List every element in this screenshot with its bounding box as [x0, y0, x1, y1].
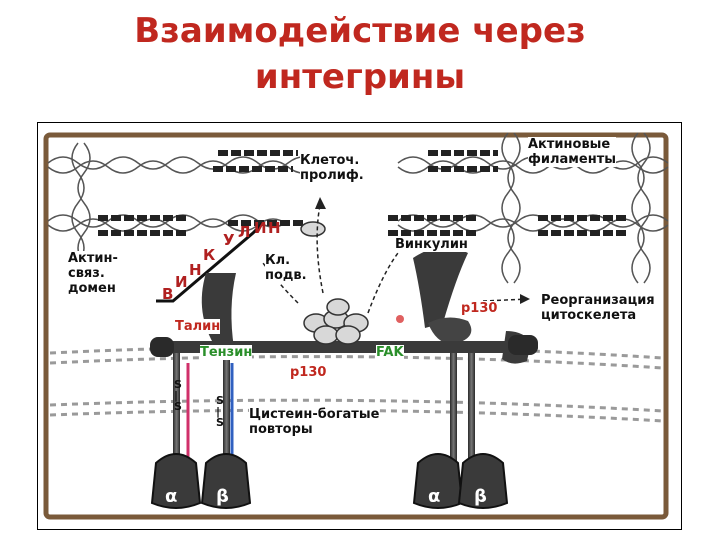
label-talin: Талин — [175, 319, 221, 334]
label-actin-filaments: Актиновые филаменты — [528, 137, 617, 167]
vinculin-head — [428, 317, 472, 344]
label-alpha-right: α — [428, 486, 441, 507]
vinculin-letter: У — [223, 231, 235, 249]
label-tensin: Тензин — [200, 345, 253, 360]
integrin-stalks — [173, 353, 475, 463]
signaling-cluster — [300, 221, 369, 345]
label-beta-left: β — [216, 486, 229, 507]
arrow-heads — [315, 197, 530, 304]
red-spot — [396, 315, 404, 323]
rod-cap-right — [508, 335, 538, 355]
label-p130-center: p130 — [290, 365, 327, 380]
vinculin-letter: Н — [268, 219, 281, 237]
label-cysteine-repeats: Цистеин-богатые повторы — [249, 407, 380, 437]
label-cell-proliferation: Клеточ. пролиф. — [300, 153, 364, 183]
vinculin-letter: В — [162, 285, 174, 303]
label-fak: FAK — [376, 345, 404, 360]
left-binding-protein — [201, 273, 236, 348]
slide-title-line1: Взаимодействие через — [134, 11, 586, 51]
focal-rod — [158, 341, 538, 353]
label-alpha-left: α — [165, 486, 178, 507]
label-actin-binding-domain: Актин- связ. домен — [68, 251, 118, 296]
slide-title: Взаимодействие через интегрины — [0, 8, 720, 100]
label-beta-right: β — [474, 486, 487, 507]
vinculin-bracket — [156, 221, 265, 303]
slide-title-line2: интегрины — [254, 57, 466, 97]
rod-cap-left — [150, 337, 174, 357]
integrin-heads — [150, 453, 509, 509]
label-p130-right: p130 — [461, 301, 498, 316]
diagram-frame: Клеточ. пролиф. Актиновые филаменты Акти… — [37, 122, 682, 530]
vinculin-protein — [413, 246, 468, 328]
vinculin-letter: И — [175, 273, 188, 291]
vinculin-letter: Л — [238, 223, 251, 241]
inner-border — [43, 132, 669, 520]
integrin-diagram — [43, 132, 669, 520]
label-disulfide-right: S | S — [216, 394, 224, 429]
actinin-rods — [98, 150, 628, 236]
vinculin-letter: Н — [189, 261, 202, 279]
label-cell-motility: Кл. подв. — [265, 253, 307, 283]
label-disulfide-left: S | S — [174, 378, 182, 413]
vinculin-letter: И — [254, 219, 267, 237]
vinculin-letter: К — [203, 246, 216, 264]
label-cytoskeleton-reorganization: Реорганизация цитоскелета — [541, 293, 655, 323]
label-vinculin: Винкулин — [395, 237, 468, 252]
